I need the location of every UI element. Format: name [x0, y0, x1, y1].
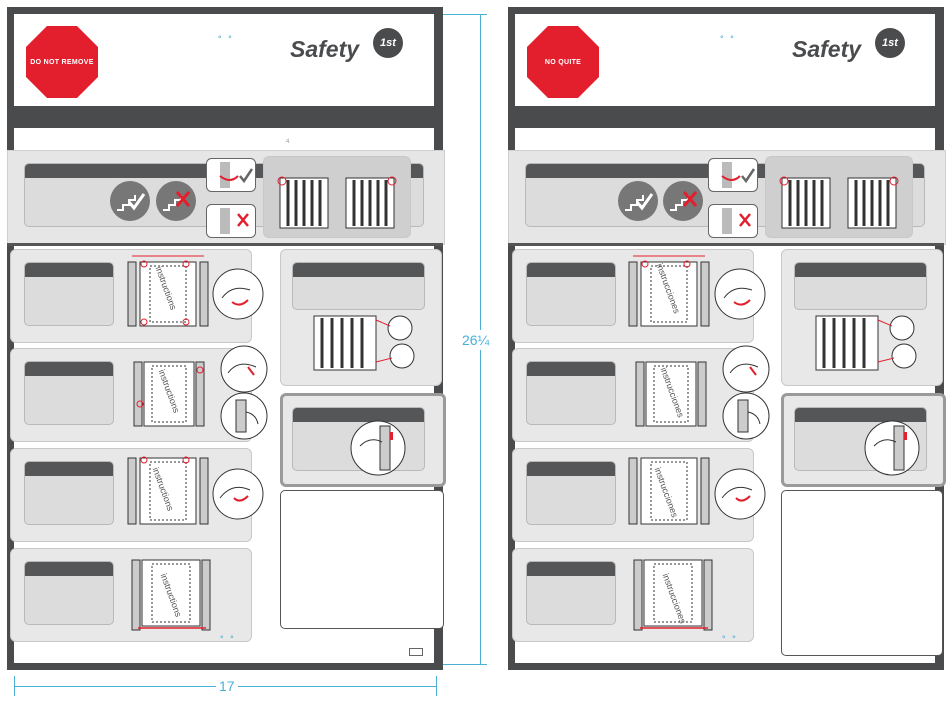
step-3-label-right [526, 461, 616, 525]
height-dimension-label: 26¼ [462, 330, 489, 350]
hand-detail-2b-right [722, 392, 770, 440]
header-bar-right [515, 106, 935, 128]
width-tick-right [436, 676, 437, 696]
hand-detail-3 [212, 468, 264, 520]
brand-logo: Safety [290, 36, 359, 63]
brand-badge-right: 1st [875, 28, 905, 58]
small-symbol-icon [409, 648, 423, 656]
band-divider-right [508, 243, 944, 246]
hand-detail-1-right [714, 268, 766, 320]
step-4-label [24, 561, 114, 625]
hand-detail-1 [212, 268, 264, 320]
gate-pair-icon-right [774, 172, 904, 232]
step-2-label [24, 361, 114, 425]
gate-side-diagram-right [808, 312, 928, 378]
brand-logo-right: Safety [792, 36, 861, 63]
mount-ok-icon-right [708, 158, 758, 192]
width-tick-left [14, 676, 15, 696]
hand-detail-2a-right [722, 345, 770, 393]
step-3-label [24, 461, 114, 525]
mount-wrong-icon-right [708, 204, 758, 238]
check-stairs-icon-right [617, 180, 659, 222]
notes-panel [280, 490, 444, 629]
mount-ok-icon [206, 158, 256, 192]
height-tick-top [443, 14, 487, 15]
registration-dots-right: ° ° [720, 34, 736, 44]
hand-detail-2b [220, 392, 268, 440]
footer-dots: ° ° [220, 634, 236, 644]
header-bar [14, 106, 434, 128]
brand-badge: 1st [373, 28, 403, 58]
registration-dots: ° ° [218, 34, 234, 44]
step-2-label-right [526, 361, 616, 425]
small-mark: 4 [286, 139, 289, 145]
hand-detail-2a [220, 345, 268, 393]
cross-stairs-icon-right [662, 180, 704, 222]
step-1-label-right [526, 262, 616, 326]
check-stairs-icon [109, 180, 151, 222]
step-4-label-right [526, 561, 616, 625]
gate-pair-icon [272, 172, 402, 232]
notes-panel-right [781, 490, 943, 656]
stop-sign-label: DO NOT REMOVE [25, 25, 99, 99]
latch-detail-icon [350, 420, 406, 476]
band-divider [7, 243, 443, 246]
footer-dots-right: ° ° [722, 634, 738, 644]
height-tick-bottom [443, 664, 487, 665]
gate-side-diagram [306, 312, 426, 378]
side-card-1-label [292, 262, 425, 310]
width-dimension-label: 17 [216, 678, 238, 694]
side-card-1-label-right [794, 262, 927, 310]
step-1-label [24, 262, 114, 326]
cross-stairs-icon [155, 180, 197, 222]
hand-detail-3-right [714, 468, 766, 520]
stop-sign-label-right: NO QUITE [526, 25, 600, 99]
mount-wrong-icon [206, 204, 256, 238]
latch-detail-icon-right [864, 420, 920, 476]
